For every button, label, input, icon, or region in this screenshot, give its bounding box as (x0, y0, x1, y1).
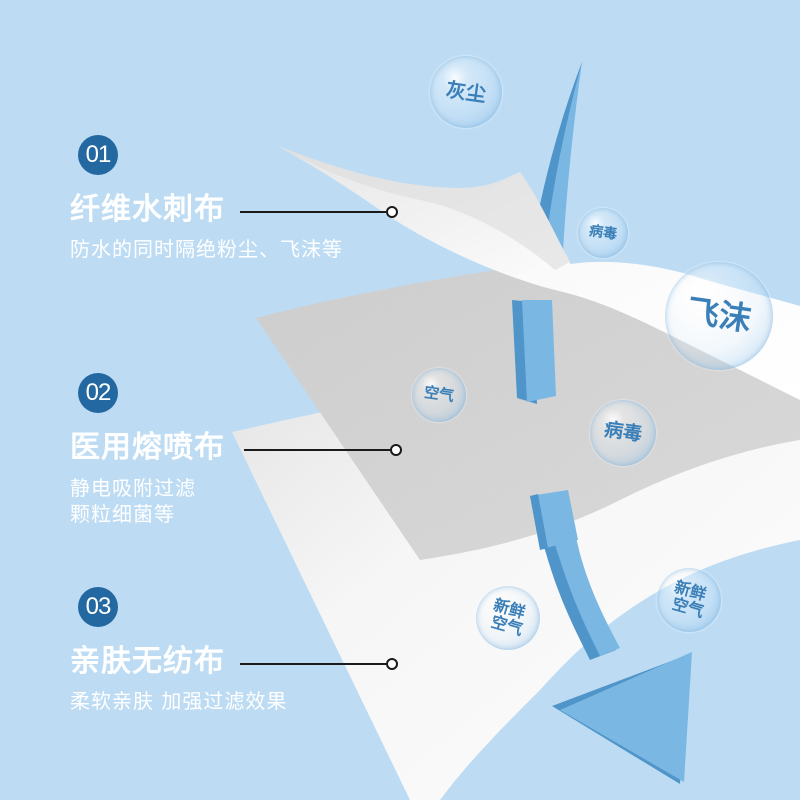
leader-dot-03 (386, 658, 398, 670)
layer-spunlace (278, 146, 800, 400)
bubble-virus-top: 病毒 (578, 208, 628, 258)
section-title: 纤维水刺布 (70, 192, 225, 227)
bubble-droplets: 飞沫 (665, 262, 773, 370)
bubble-virus-mid: 病毒 (590, 400, 656, 466)
section-description: 柔软亲肤 加强过滤效果 (70, 689, 288, 713)
bubble-dust: 灰尘 (430, 56, 502, 128)
bubble-label: 空气 (422, 383, 456, 406)
section-spunlace: 01 纤维水刺布 防水的同时隔绝粉尘、飞沫等 (70, 135, 343, 263)
bubble-air: 空气 (412, 368, 466, 422)
bubble-label: 病毒 (602, 418, 644, 446)
leader-dot-01 (386, 206, 398, 218)
section-nonwoven: 03 亲肤无纺布 柔软亲肤 加强过滤效果 (70, 587, 287, 715)
section-title: 医用熔喷布 (70, 430, 225, 465)
section-melt-blown: 02 医用熔喷布 静电吸附过滤 颗粒细菌等 (70, 373, 225, 527)
section-number-badge: 03 (78, 587, 118, 627)
bubble-fresh-air-left: 新鲜 空气 (476, 586, 540, 650)
section-description-line-1: 静电吸附过滤 (70, 476, 196, 500)
leader-dot-02 (390, 444, 402, 456)
bubble-label: 病毒 (588, 222, 619, 243)
leader-line-01 (240, 211, 388, 213)
section-description-line-2: 颗粒细菌等 (70, 502, 175, 526)
section-number-badge: 01 (78, 135, 118, 175)
leader-line-02 (244, 449, 392, 451)
section-number-badge: 02 (78, 373, 118, 413)
bubble-label: 灰尘 (444, 76, 488, 107)
layer-melt-blown (256, 265, 800, 560)
leader-line-03 (240, 663, 388, 665)
bubble-label: 飞沫 (684, 291, 754, 339)
section-title: 亲肤无纺布 (70, 644, 225, 679)
bubble-fresh-air-right: 新鲜 空气 (657, 568, 721, 632)
section-description: 防水的同时隔绝粉尘、飞沫等 (70, 237, 343, 261)
